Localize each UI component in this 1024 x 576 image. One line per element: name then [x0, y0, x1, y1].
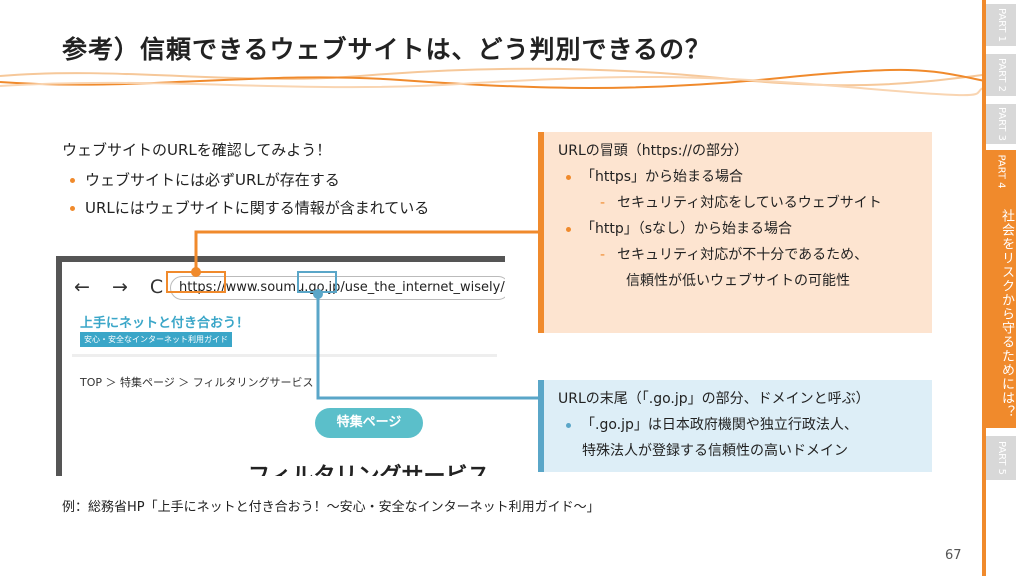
intro: ウェブサイトのURLを確認してみよう！ ウェブサイトには必ずURLが存在する U… [62, 136, 429, 222]
divider [72, 354, 497, 357]
sidebar-line [982, 0, 986, 576]
tab-part-2[interactable]: PART 2 [986, 54, 1016, 96]
site-heading: フィルタリングサービス [248, 458, 490, 476]
list-item: 「https」から始まる場合 [558, 164, 932, 190]
list-item: URLにはウェブサイトに関する情報が含まれている [62, 194, 429, 222]
feature-pill: 特集ページ [315, 408, 423, 438]
https-highlight [166, 271, 226, 293]
page-title: 参考）信頼できるウェブサイトは、どう判別できるの？ [62, 35, 712, 64]
site-logo-sub: 安心・安全なインターネット利用ガイド [80, 332, 232, 347]
breadcrumb: TOP ＞ 特集ページ ＞ フィルタリングサービス [80, 376, 314, 389]
list-item: 「.go.jp」は日本政府機関や独立行政法人、 [558, 412, 932, 438]
active-section-label: 社会をリスクから守るためには？ [986, 192, 1016, 428]
list-item: ウェブサイトには必ずURLが存在する [62, 166, 429, 194]
browser-screenshot: ← → C https://www.soumu.go.jp/use_the_in… [56, 256, 505, 476]
list-item-cont: 特殊法人が登録する信頼性の高いドメイン [582, 443, 848, 459]
tab-part-3[interactable]: PART 3 [986, 104, 1016, 144]
example-caption: 例：総務省HP「上手にネットと付き合おう！～安心・安全なインターネット利用ガイド… [62, 500, 600, 515]
site-logo: 上手にネットと付き合おう！ [80, 316, 250, 331]
domain-highlight [297, 271, 337, 293]
list-subitem: -セキュリティ対応が不十分であるため、 [600, 247, 869, 263]
tab-part-1[interactable]: PART 1 [986, 4, 1016, 46]
list-item: 「http」（sなし）から始まる場合 [558, 216, 932, 242]
https-explanation: URLの冒頭（https://の部分） 「https」から始まる場合 -セキュリ… [538, 132, 932, 333]
tab-part-5[interactable]: PART 5 [986, 436, 1016, 480]
list-subitem-cont: 信頼性が低いウェブサイトの可能性 [626, 273, 850, 289]
page-number: 67 [945, 548, 962, 563]
nav-icons: ← → C [74, 276, 172, 298]
box-title: URLの末尾（「.go.jp」の部分、ドメインと呼ぶ） [558, 391, 870, 407]
intro-heading: ウェブサイトのURLを確認してみよう！ [62, 141, 332, 159]
list-subitem: -セキュリティ対応をしているウェブサイト [600, 195, 882, 211]
decorative-waves [0, 67, 990, 97]
domain-explanation: URLの末尾（「.go.jp」の部分、ドメインと呼ぶ） 「.go.jp」は日本政… [538, 380, 932, 472]
tab-part-4[interactable]: PART 4 [986, 150, 1016, 192]
box-title: URLの冒頭（https://の部分） [558, 143, 748, 159]
